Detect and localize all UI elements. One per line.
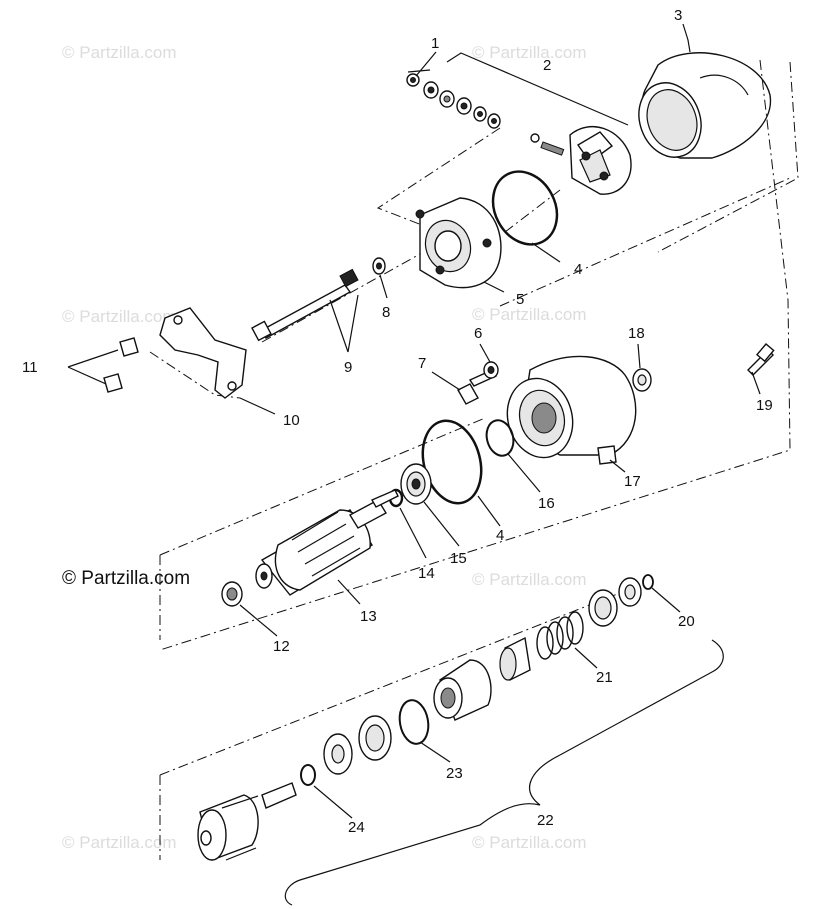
brush-holder xyxy=(530,126,632,195)
callout-7: 7 xyxy=(418,355,426,372)
leader xyxy=(651,587,681,613)
watermark: © Partzilla.com xyxy=(472,570,587,589)
centerline xyxy=(159,59,791,651)
callout-24: 24 xyxy=(348,819,365,836)
callout-1: 1 xyxy=(431,35,439,52)
callout-10: 10 xyxy=(283,412,300,429)
callout-22: 22 xyxy=(537,812,554,829)
watermark: © Partzilla.com xyxy=(62,43,177,62)
bearing xyxy=(400,463,432,505)
mounting-bracket xyxy=(159,307,247,399)
leader xyxy=(313,785,353,819)
callout-2: 2 xyxy=(543,57,551,74)
through-bolt xyxy=(251,268,359,342)
centerline xyxy=(657,61,799,253)
callout-18: 18 xyxy=(628,325,645,342)
callout-12: 12 xyxy=(273,638,290,655)
centerline xyxy=(504,189,561,233)
callout-16: 16 xyxy=(538,495,555,512)
leader xyxy=(337,579,361,605)
watermark: © Partzilla.com xyxy=(472,43,587,62)
leader xyxy=(239,604,278,637)
callout-23: 23 xyxy=(446,765,463,782)
terminal-nut xyxy=(483,361,499,379)
callout-brace xyxy=(284,639,724,906)
housing-bolt xyxy=(747,343,775,376)
leader xyxy=(431,371,461,391)
leader xyxy=(239,397,276,415)
ring-23 xyxy=(398,699,430,745)
centerline xyxy=(376,127,501,233)
o-ring xyxy=(491,170,559,246)
callout-3: 3 xyxy=(674,7,682,24)
washer-8 xyxy=(372,257,386,275)
leader xyxy=(407,69,431,73)
leader xyxy=(574,647,598,669)
bracket-bolts xyxy=(103,337,139,393)
leader xyxy=(399,507,427,559)
front-housing xyxy=(506,355,637,465)
watermark: © Partzilla.com xyxy=(62,833,177,852)
centerline xyxy=(149,351,241,399)
callout-13: 13 xyxy=(360,608,377,625)
leader xyxy=(415,51,437,77)
leader xyxy=(379,274,388,299)
callout-17: 17 xyxy=(624,473,641,490)
centerline xyxy=(159,584,641,776)
callout-bracket xyxy=(446,52,629,126)
callout-14: 14 xyxy=(418,565,435,582)
watermark: © Partzilla.com xyxy=(472,833,587,852)
leader xyxy=(507,453,541,493)
leader xyxy=(419,741,451,763)
armature xyxy=(255,489,399,596)
nut-washer-stack xyxy=(406,73,501,129)
callout-19: 19 xyxy=(756,397,773,414)
clip-24 xyxy=(300,764,316,786)
leader xyxy=(637,343,641,369)
clutch-plate xyxy=(358,715,392,761)
callout-20: 20 xyxy=(678,613,695,630)
leader xyxy=(423,501,460,547)
callout-21: 21 xyxy=(596,669,613,686)
spring xyxy=(536,611,584,660)
watermark: © Partzilla.com xyxy=(62,307,177,326)
sleeve xyxy=(499,636,531,682)
centerline xyxy=(499,177,791,307)
o-ring-16 xyxy=(485,419,515,457)
callout-4b: 4 xyxy=(496,527,504,544)
callout-4: 4 xyxy=(574,261,582,278)
pinion-gear xyxy=(433,659,492,721)
leader xyxy=(531,242,561,263)
callout-11: 11 xyxy=(22,359,38,376)
callout-9: 9 xyxy=(344,359,352,376)
output-gear xyxy=(197,782,297,861)
stop-collar xyxy=(618,577,642,607)
retainer xyxy=(588,589,618,627)
bushing xyxy=(221,581,243,607)
callout-5: 5 xyxy=(516,291,524,308)
clutch-washer xyxy=(323,733,353,775)
watermark: © Partzilla.com xyxy=(472,305,587,324)
callout-15: 15 xyxy=(450,550,467,567)
leader xyxy=(682,23,691,53)
leader xyxy=(479,343,491,363)
leader xyxy=(477,495,501,527)
leader xyxy=(329,294,359,353)
leader xyxy=(609,459,626,473)
watermark-main: © Partzilla.com xyxy=(62,568,190,589)
washer-18-hole xyxy=(637,374,647,386)
yoke-housing xyxy=(638,52,772,159)
leader xyxy=(751,371,761,395)
end-cover xyxy=(415,197,502,289)
leader xyxy=(483,281,505,293)
centerline xyxy=(261,253,421,343)
clip-20 xyxy=(642,574,654,590)
callout-6: 6 xyxy=(474,325,482,342)
callout-8: 8 xyxy=(382,304,390,321)
leader xyxy=(67,349,119,385)
